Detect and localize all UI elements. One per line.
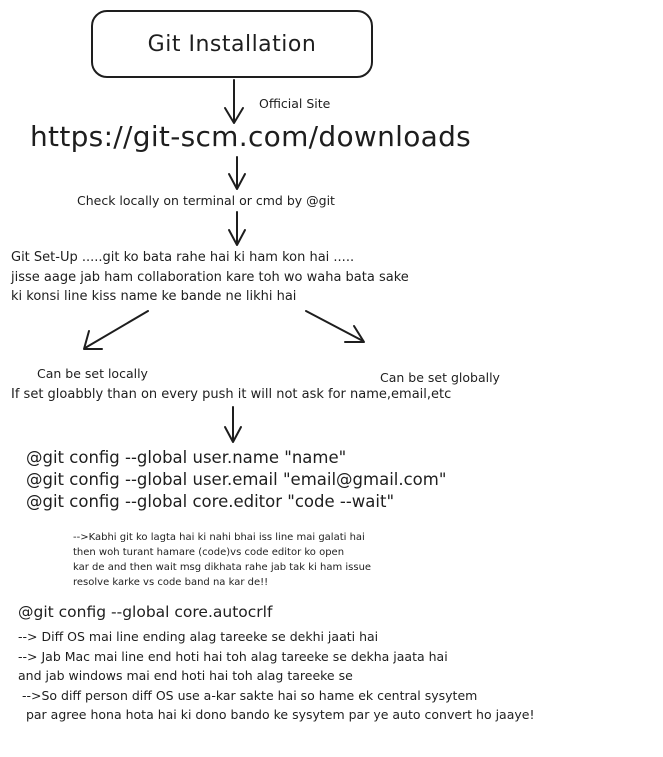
- editor-note: -->Kabhi git ko lagta hai ki nahi bhai i…: [73, 530, 371, 590]
- autocrlf-line: --> Jab Mac mai line end hoti hai toh al…: [18, 648, 448, 664]
- setup-line: jisse aage jab ham collaboration kare to…: [11, 269, 409, 285]
- editor-note-line: -->Kabhi git ko lagta hai ki nahi bhai i…: [73, 532, 365, 543]
- editor-note-line: then woh turant hamare (code)vs code edi…: [73, 547, 345, 558]
- title-node: Git Installation: [91, 10, 373, 78]
- arrow-url-to-check: [228, 156, 246, 190]
- config-command-line: @git config --global core.editor "code -…: [26, 492, 395, 511]
- config-commands: @git config --global user.name "name" @gi…: [26, 447, 446, 513]
- title-text: Git Installation: [147, 31, 317, 57]
- autocrlf-line: par agree hona hota hai ki dono bando ke…: [18, 707, 535, 722]
- autocrlf-line: --> Diff OS mai line ending alag tareeke…: [18, 629, 379, 644]
- setup-text: Git Set-Up .....git ko bata rahe hai ki …: [11, 248, 409, 307]
- download-url: https://git-scm.com/downloads: [30, 120, 472, 153]
- autocrlf-command: @git config --global core.autocrlf: [18, 603, 273, 621]
- editor-note-line: resolve karke vs code band na kar de!!: [73, 577, 269, 588]
- config-command-line: @git config --global user.email "email@g…: [26, 470, 447, 489]
- autocrlf-line: -->So diff person diff OS use a-kar sakt…: [18, 687, 478, 703]
- setup-line: ki konsi line kiss name ke bande ne likh…: [11, 289, 297, 304]
- check-locally-text: Check locally on terminal or cmd by @git: [77, 193, 335, 208]
- arrow-setup-to-local: [83, 310, 149, 350]
- branch-global-label: Can be set globally: [380, 370, 500, 385]
- setup-line: Git Set-Up .....git ko bata rahe hai ki …: [11, 250, 355, 265]
- editor-note-line: kar de and then wait msg dikhata rahe ja…: [73, 562, 372, 573]
- arrow-setup-to-global: [305, 310, 365, 343]
- autocrlf-explanation: --> Diff OS mai line ending alag tareeke…: [18, 627, 534, 725]
- arrow-check-to-setup: [228, 211, 246, 246]
- global-note-text: If set gloabbly than on every push it wi…: [11, 387, 452, 402]
- config-command-line: @git config --global user.name "name": [26, 448, 347, 467]
- arrow-global-to-config: [224, 406, 242, 443]
- branch-local-label: Can be set locally: [37, 366, 148, 381]
- autocrlf-line: and jab windows mai end hoti hai toh ala…: [18, 668, 353, 683]
- edge-label-official-site: Official Site: [259, 96, 331, 111]
- arrow-title-to-url: [224, 79, 244, 124]
